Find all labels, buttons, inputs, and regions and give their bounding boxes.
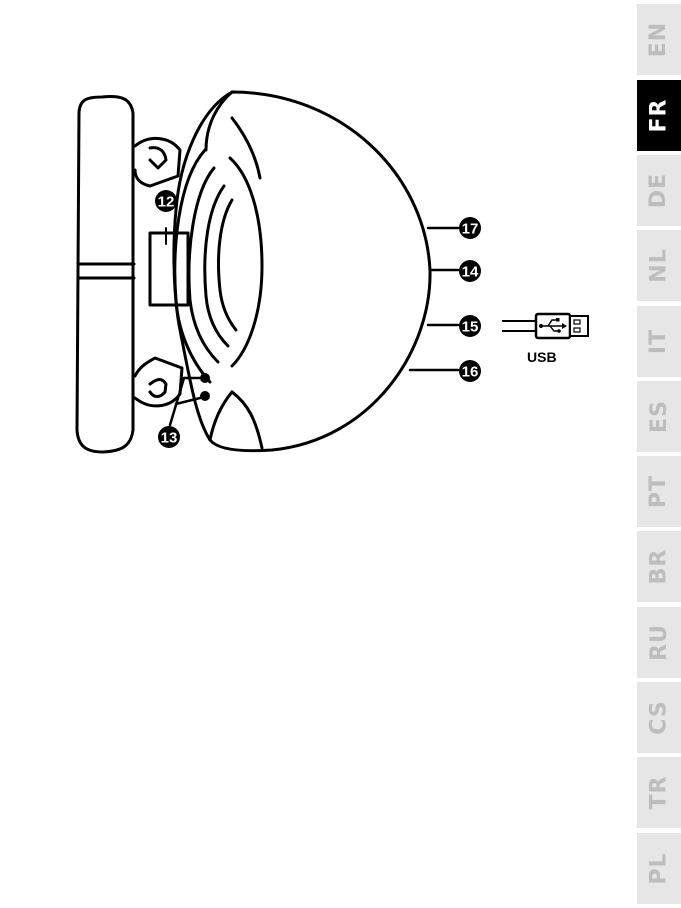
lang-tab-label: TR [646,776,671,810]
lang-tab-label: RU [647,624,672,661]
callout-17-number: 17 [462,221,479,238]
lang-tab-label: FR [647,99,672,133]
lang-tab-tr[interactable]: TR [637,757,681,828]
lang-tab-es[interactable]: ES [637,381,681,452]
port-13b [200,391,210,401]
lang-tab-ru[interactable]: RU [637,607,681,678]
lang-tab-label: PL [647,852,672,884]
callout-12-number: 12 [158,194,175,211]
base-dome [174,92,430,451]
callout-15-number: 15 [462,319,479,336]
callout-15: 15 [459,315,481,337]
callout-16: 16 [459,360,481,382]
wheel-rim [77,97,134,452]
lang-tab-nl[interactable]: NL [637,230,681,301]
lang-tab-cs[interactable]: CS [637,682,681,753]
callout-17: 17 [459,217,481,239]
lang-tab-pt[interactable]: PT [637,456,681,527]
callout-13: 13 [158,426,180,448]
upper-paddle-shifter [135,138,180,186]
usb-cable-icon [502,314,588,338]
port-13a [200,373,210,383]
lang-tab-label: NL [647,248,672,282]
lang-tab-label: BR [647,549,672,585]
lower-paddle-shifter [135,358,182,406]
language-tab-strip: EN FR DE NL IT ES PT BR RU CS TR PL [637,0,681,908]
lang-tab-pl[interactable]: PL [637,833,681,904]
lang-tab-en[interactable]: EN [637,4,681,75]
lang-tab-label: ES [647,400,672,433]
usb-label: USB [527,349,557,365]
callout-13-number: 13 [161,430,178,447]
lang-tab-br[interactable]: BR [637,531,681,602]
lang-tab-label: PT [646,475,671,508]
lang-tab-label: CS [647,700,672,734]
callout-12: 12 [155,190,177,212]
lang-tab-label: IT [646,329,671,354]
lang-tab-label: EN [646,22,671,57]
wheel-hub [150,228,188,305]
lang-tab-de[interactable]: DE [637,155,681,226]
callout-14-number: 14 [462,264,479,281]
lang-tab-it[interactable]: IT [637,306,681,377]
lang-tab-label: DE [646,173,671,208]
base-front-rings [175,150,262,382]
lang-tab-fr[interactable]: FR [637,80,681,151]
callout-14: 14 [459,260,481,282]
callout-16-number: 16 [462,364,479,381]
